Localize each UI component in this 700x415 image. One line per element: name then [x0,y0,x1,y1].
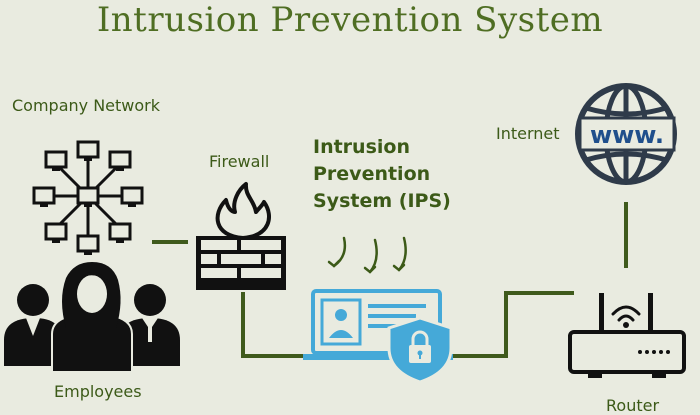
ips-label-line-1: Intrusion [313,136,410,158]
connector-firewall-ips [241,292,303,358]
connector-ips-router [450,291,574,358]
globe-icon: www. [575,83,677,185]
wifi-icon [611,305,641,322]
employee-center-icon [51,262,133,373]
firewall-label: Firewall [209,152,270,171]
employees-label: Employees [54,382,142,401]
lock-icon [409,330,431,363]
internet-label: Internet [496,124,560,143]
router-label: Router [606,396,660,415]
ips-label: Intrusion Prevention System (IPS) [313,134,451,215]
employee-right-icon [120,284,180,366]
company-network-label: Company Network [12,96,161,115]
user-card-icon [320,298,362,346]
firewall-icon [196,182,286,290]
employees-icon [4,262,180,373]
ips-label-line-2: Prevention [313,163,431,185]
connector-lines [152,202,628,358]
flame-icon [215,182,271,240]
ips-label-line-3: System (IPS) [313,190,451,212]
www-text: www. [590,121,664,149]
ips-device-icon [303,289,453,384]
diagram-title: Intrusion Prevention System [96,0,604,40]
employee-left-icon [4,284,62,366]
company-network-icon [32,140,144,255]
router-icon [568,293,686,378]
monitor-icon [311,289,442,355]
ips-arrow-icons [327,236,407,274]
